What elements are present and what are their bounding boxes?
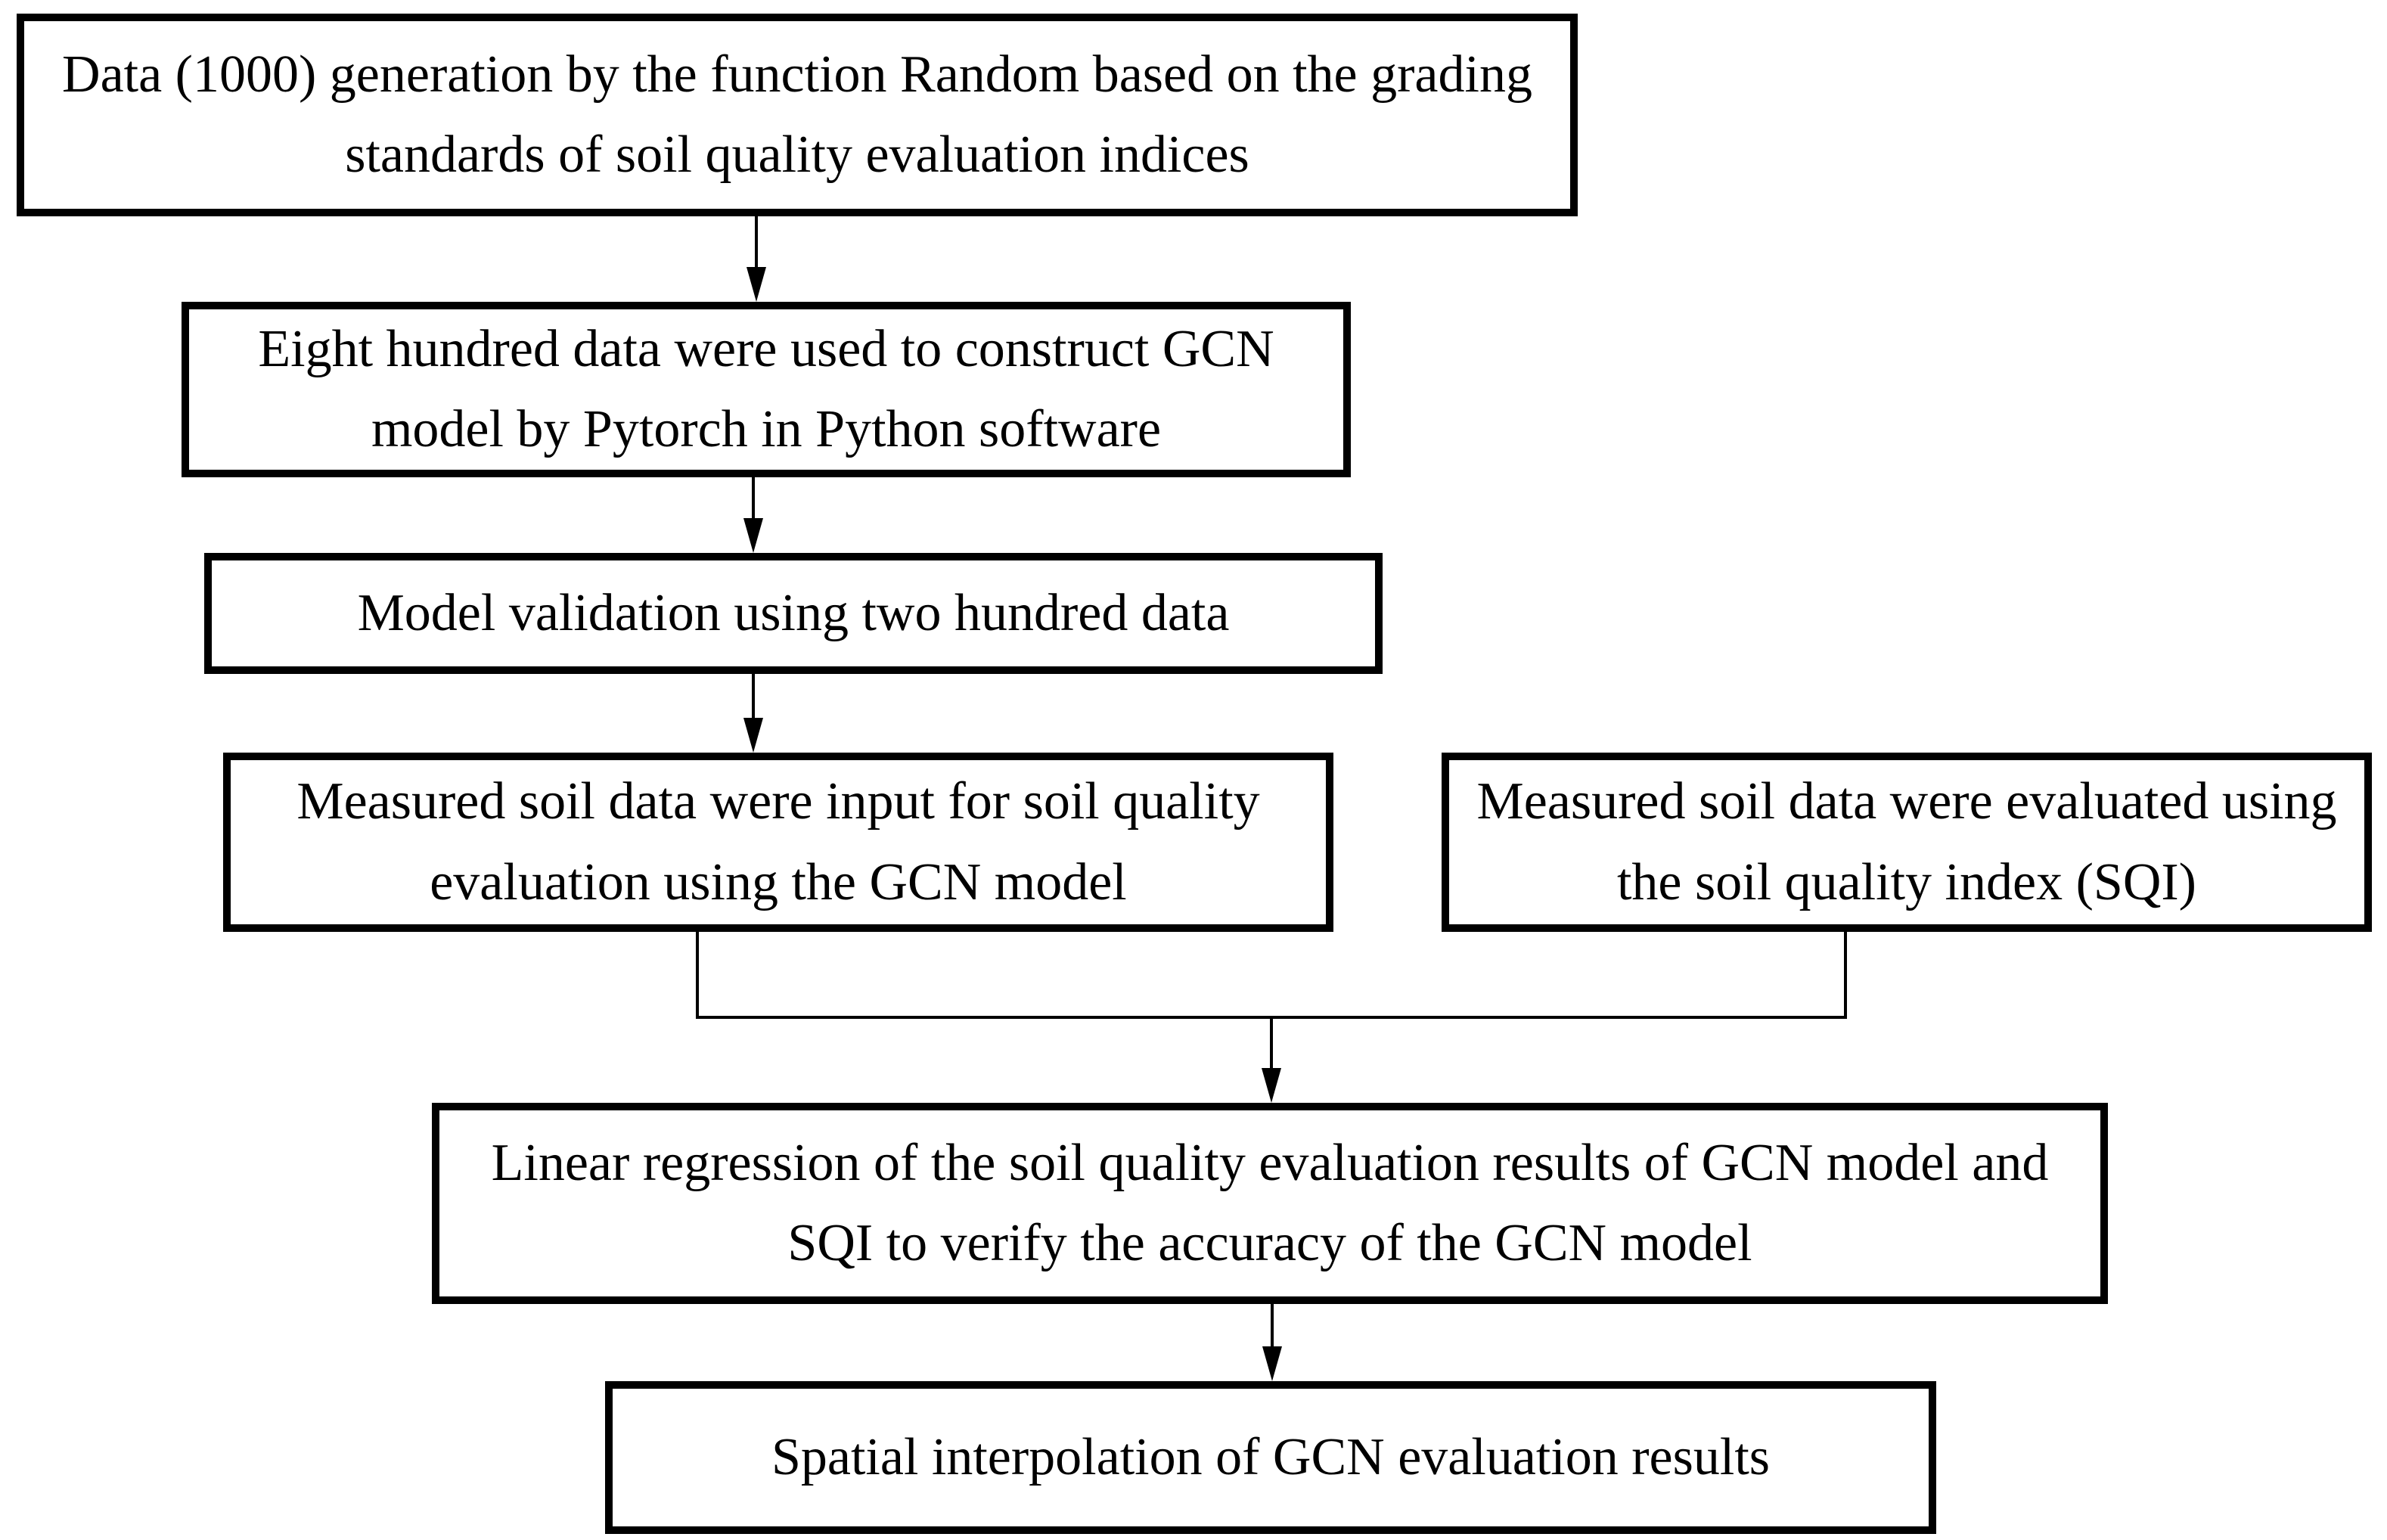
flow-node-label: Measured soil data were evaluated using … [1476,772,2337,911]
merge-connector [696,932,1847,1103]
flow-node-label: Data (1000) generation by the function R… [62,45,1532,184]
arrow-head-icon [747,267,766,302]
flow-node-label: Spatial interpolation of GCN evaluation … [771,1427,1771,1486]
flow-node-linear-regression: Linear regression of the soil quality ev… [432,1103,2108,1304]
arrow-head-icon [1262,1346,1282,1381]
flow-node-gcn-construction: Eight hundred data were used to construc… [182,302,1351,477]
flow-node-label: Model validation using two hundred data [357,583,1230,642]
arrow-generate-to-construct [747,216,766,302]
arrow-head-icon [1262,1068,1281,1103]
arrow-construct-to-validate [743,477,763,553]
arrow-head-icon [743,718,763,753]
flow-node-sqi-evaluation: Measured soil data were evaluated using … [1442,753,2372,932]
flow-node-gcn-evaluation: Measured soil data were input for soil q… [223,753,1333,932]
flow-node-spatial-interpolation: Spatial interpolation of GCN evaluation … [605,1381,1936,1534]
arrow-validate-to-gcn-eval [743,674,763,753]
flow-node-label: Eight hundred data were used to construc… [258,319,1274,458]
flow-node-label: Measured soil data were input for soil q… [296,772,1260,911]
flow-node-data-generation: Data (1000) generation by the function R… [17,14,1578,216]
flow-node-label: Linear regression of the soil quality ev… [491,1133,2049,1272]
flow-node-model-validation: Model validation using two hundred data [204,553,1383,674]
arrow-regression-to-interpolation [1262,1304,1282,1381]
arrow-head-icon [743,518,763,553]
merge-lines [696,932,1847,1019]
